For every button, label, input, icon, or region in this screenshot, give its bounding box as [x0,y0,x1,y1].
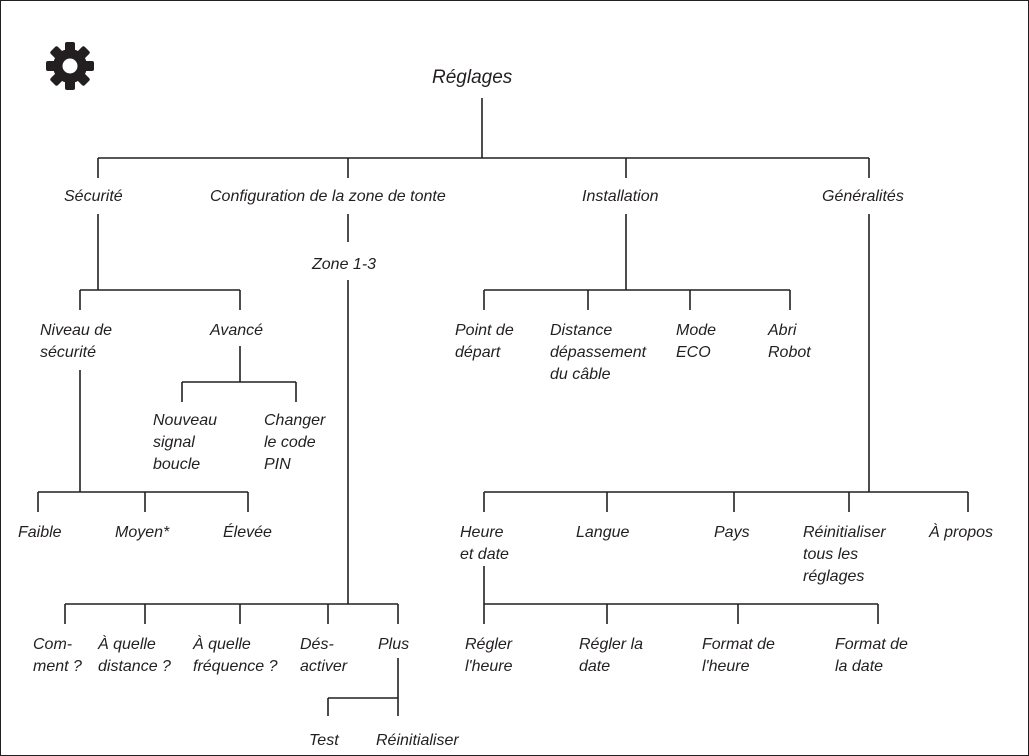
node-generalites: Généralités [822,188,904,205]
node-pays: Pays [714,524,750,541]
node-changer-pin: Changer le code PIN [264,412,326,473]
node-reinitialiser-reglages: Réinitialiser tous les réglages [803,524,886,585]
node-point-depart: Point de départ [455,322,514,361]
node-abri-robot: Abri Robot [768,322,811,361]
node-heure-date: Heure et date [460,524,509,563]
node-plus: Plus [378,636,410,653]
node-distance-cable: Distance dépassement du câble [550,322,647,383]
node-nouveau-signal: Nouveau signal boucle [153,412,218,473]
node-elevee: Élevée [223,524,272,541]
node-regler-heure: Régler l'heure [465,636,513,675]
node-moyen: Moyen* [115,524,170,541]
node-installation: Installation [582,188,659,205]
node-reglages: Réglages [432,67,513,88]
node-mode-eco: Mode ECO [676,322,717,361]
node-quelle-frequence: À quelle fréquence ? [193,636,278,675]
node-test: Test [309,732,339,749]
gear-icon [46,42,94,90]
node-format-heure: Format de l'heure [702,636,775,675]
node-niveau-securite: Niveau de sécurité [40,322,113,361]
node-quelle-distance: À quelle distance ? [98,636,171,675]
node-configuration: Configuration de la zone de tonte [210,188,446,205]
node-zone: Zone 1-3 [312,256,377,273]
node-faible: Faible [18,524,62,541]
node-regler-date: Régler la date [579,636,644,675]
node-desactiver: Dés- activer [300,636,348,675]
node-format-date: Format de la date [835,636,908,675]
node-securite: Sécurité [64,188,123,205]
node-a-propos: À propos [929,524,994,541]
node-langue: Langue [576,524,630,541]
node-reinitialiser: Réinitialiser [376,732,459,749]
node-comment: Com- ment ? [33,636,82,675]
node-avance: Avancé [210,322,264,339]
